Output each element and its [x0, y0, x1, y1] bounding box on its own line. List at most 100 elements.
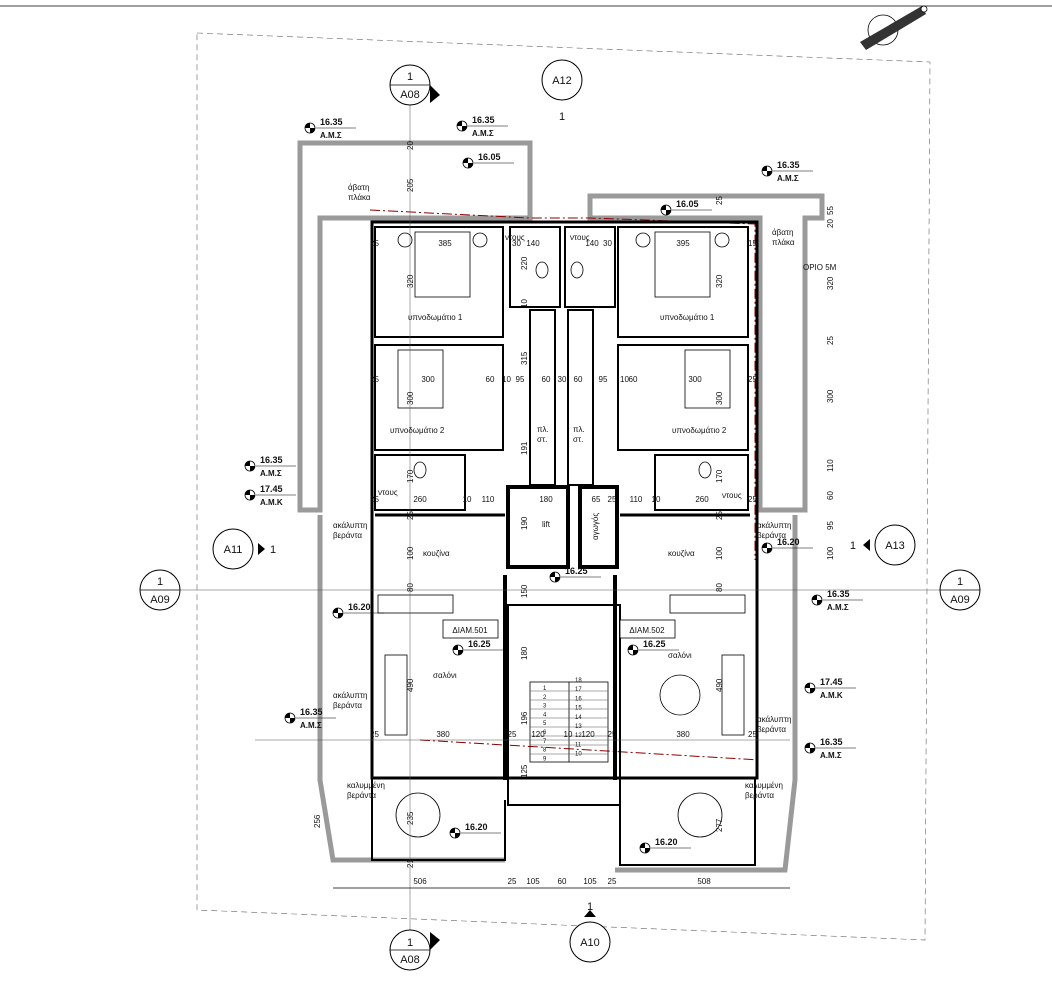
level-marker: 16.35Α.Μ.Σ [761, 160, 813, 183]
section-marker-a09-left[interactable]: 1 A09 [139, 569, 190, 611]
level-marker: 16.25 [452, 639, 504, 656]
dim-v150: 150 [520, 584, 529, 598]
stair-step-up: 1 [543, 686, 547, 692]
section-marker-a08-top[interactable]: 1 A08 [389, 64, 440, 106]
dim-living-4: 10 [564, 730, 573, 739]
room-bedroom2-right: υπνοδωμάτιο 2 [672, 426, 727, 435]
level-tag: Α.Μ.Κ [260, 498, 283, 507]
veranda-right-outline [615, 515, 798, 873]
dim-left-top-1: 205 [406, 178, 415, 192]
level-value: 16.35 [820, 737, 843, 747]
dim-row2-2: 60 [486, 375, 495, 384]
level-marker: 16.35Α.Μ.Σ [304, 117, 356, 140]
section-number: 1 [407, 71, 413, 83]
dim-v100-right: 100 [715, 546, 724, 560]
dim-right-6: 110 [826, 459, 835, 472]
section-marker-a09-right[interactable]: 1 A09 [939, 569, 990, 611]
dim-living-8: 25 [748, 730, 757, 739]
dim-bath-0: 25 [370, 495, 379, 504]
apartment-tag-right[interactable]: ΔΙΑΜ.502 [619, 619, 676, 639]
dim-bath-3: 110 [482, 495, 495, 504]
stair-step-down: 12 [575, 733, 582, 739]
dim-right-8: 95 [826, 521, 835, 530]
level-tag: Α.Μ.Σ [820, 751, 842, 760]
stair-step-down: 18 [575, 678, 582, 684]
level-tag: Α.Μ.Σ [472, 129, 494, 138]
dim-top-30a: 30 [512, 239, 521, 248]
elevation-sheet: A12 [552, 75, 572, 87]
apartment-tag-left[interactable]: ΔΙΑΜ.501 [442, 619, 499, 639]
dim-living-5: 120 [581, 730, 595, 739]
section-sheet: A08 [400, 954, 420, 966]
elevation-number: 1 [850, 540, 856, 552]
level-tag: Α.Μ.Σ [777, 174, 799, 183]
stair-step-down: 11 [575, 742, 582, 748]
dim-top-25: 25 [370, 239, 379, 248]
dim-right-0: 25 [715, 196, 724, 205]
dim-row2-7: 60 [574, 375, 583, 384]
dim-v490-right: 490 [715, 678, 724, 692]
elevation-marker-a10[interactable]: A10 1 [569, 901, 611, 963]
elevation-sheet: A11 [224, 544, 243, 556]
room-living-left: σαλόνι [433, 671, 457, 680]
level-value: 16.35 [777, 160, 800, 170]
dim-bath-9: 260 [695, 495, 709, 504]
dim-bottom-0: 506 [413, 877, 427, 886]
north-arrow-icon [860, 5, 928, 50]
room-shower-right: ντους [570, 233, 590, 242]
dim-v196: 196 [520, 711, 529, 725]
room-living-right: σαλόνι [668, 651, 692, 660]
elevation-marker-a12[interactable]: A12 1 [541, 59, 583, 123]
dim-bath-6: 25 [608, 495, 617, 504]
level-marker: 16.35Α.Μ.Σ [244, 455, 296, 478]
dim-lift-h: 190 [520, 516, 529, 530]
dim-bottom-3: 60 [558, 877, 567, 886]
level-marker: 16.20 [332, 602, 384, 619]
level-value: 17.45 [820, 677, 843, 687]
room-storage-right: πλ.στ. [573, 425, 585, 444]
level-marker: 16.20 [449, 822, 501, 839]
dim-right-4: 25 [826, 336, 835, 345]
elevation-marker-a13[interactable]: A13 1 [850, 524, 916, 566]
dim-v300-left: 300 [406, 391, 415, 405]
building-walls [370, 220, 759, 806]
dim-row2-1: 300 [421, 375, 435, 384]
dim-right-2: 20 [826, 219, 835, 228]
dim-bath-1: 260 [413, 495, 427, 504]
dim-v125: 125 [520, 764, 529, 778]
dim-row2-10: 60 [629, 375, 638, 384]
level-value: 16.25 [565, 566, 588, 576]
dim-living-0: 25 [370, 730, 379, 739]
dim-row2-6: 30 [558, 375, 567, 384]
room-storage-left: πλ.στ. [537, 425, 549, 444]
dim-row2-0: 25 [370, 375, 379, 384]
dim-row2-8: 95 [599, 375, 608, 384]
stair-step-up: 6 [543, 730, 547, 736]
dim-left-top-0: 20 [406, 141, 415, 150]
elevation-sheet: A13 [885, 540, 905, 552]
plot-boundary [196, 32, 931, 941]
level-value: 16.05 [676, 199, 699, 209]
stair-step-up: 9 [543, 756, 547, 762]
level-tag: Α.Μ.Σ [260, 469, 282, 478]
dim-v235: 235 [406, 811, 415, 825]
dim-v21: 21 [406, 859, 415, 868]
section-number: 1 [957, 576, 963, 588]
level-value: 16.25 [643, 639, 666, 649]
dim-living-1: 380 [436, 730, 450, 739]
dim-row2-12: 25 [748, 375, 757, 384]
elevation-marker-a11[interactable]: A11 1 [212, 528, 276, 570]
room-bedroom1-right: υπνοδωμάτιο 1 [660, 313, 715, 322]
dim-row2-11: 300 [688, 375, 702, 384]
stair-step-up: 3 [543, 704, 547, 710]
dim-living-6: 25 [608, 730, 617, 739]
dim-v170-right: 170 [715, 469, 724, 483]
level-value: 16.20 [655, 837, 678, 847]
level-marker: 17.45Α.Μ.Κ [804, 677, 856, 700]
dim-bath-7: 110 [630, 495, 643, 504]
section-marker-a08-bottom[interactable]: 1 A08 [389, 929, 440, 971]
roof-slab-left-outline [297, 140, 533, 513]
dim-bath-5: 65 [592, 495, 601, 504]
level-tag: Α.Μ.Σ [320, 131, 342, 140]
